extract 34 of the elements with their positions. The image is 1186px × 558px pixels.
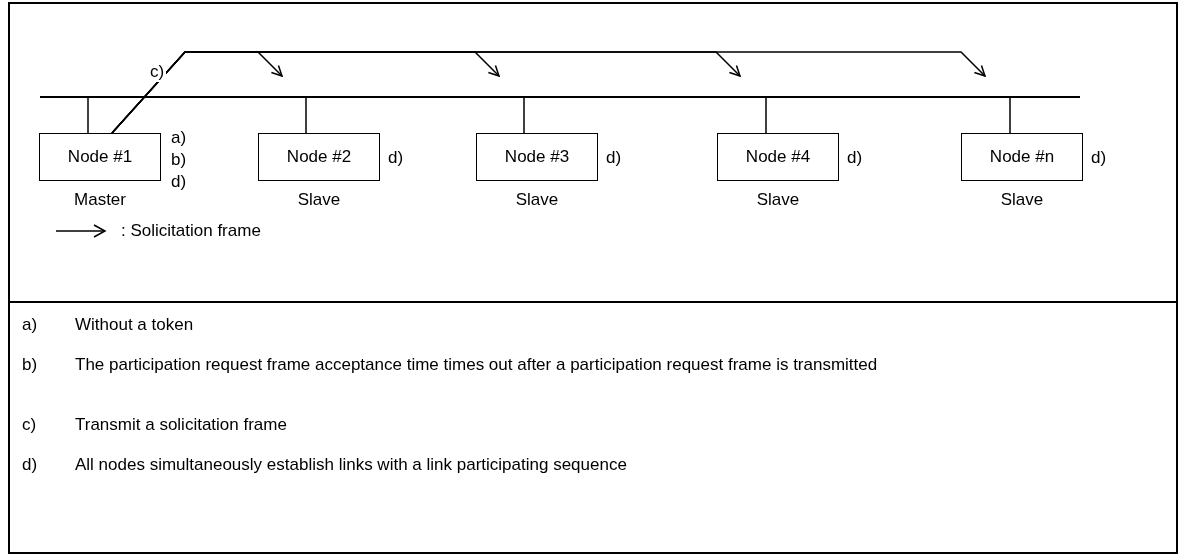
- node-role-label: Master: [74, 190, 126, 210]
- node-role-label: Slave: [1000, 190, 1044, 210]
- node-box: Node #3: [476, 133, 598, 181]
- bus-stub-line: [305, 96, 307, 134]
- note-reference: d): [606, 148, 622, 168]
- bus-stub-line: [1009, 96, 1011, 134]
- note-marker: b): [22, 354, 38, 376]
- note-reference: d): [847, 148, 863, 168]
- note-text: The participation request frame acceptance time times out after a participation request frame is transmitted: [75, 354, 879, 376]
- note-reference: d): [1091, 148, 1107, 168]
- note-text: Without a token: [75, 314, 195, 336]
- solicitation-arrow: [111, 51, 986, 134]
- bus-stub-line: [87, 96, 89, 134]
- node-box: Node #2: [258, 133, 380, 181]
- note-text: All nodes simultaneously establish links with a link participating sequence: [75, 454, 628, 476]
- edge-label: c): [148, 62, 167, 82]
- node-role-label: Slave: [515, 190, 559, 210]
- note-reference: a): [171, 128, 187, 148]
- bus-line: [40, 96, 1080, 98]
- note-marker: d): [22, 454, 38, 476]
- note-reference: d): [388, 148, 404, 168]
- node-box: Node #1: [39, 133, 161, 181]
- note-reference: d): [171, 172, 187, 192]
- node-role-label: Slave: [297, 190, 341, 210]
- legend-text: : Solicitation frame: [121, 221, 261, 241]
- bus-stub-line: [765, 96, 767, 134]
- node-box: Node #n: [961, 133, 1083, 181]
- note-marker: c): [22, 414, 37, 436]
- note-reference: b): [171, 150, 187, 170]
- note-marker: a): [22, 314, 38, 336]
- node-box: Node #4: [717, 133, 839, 181]
- note-text: Transmit a solicitation frame: [75, 414, 288, 436]
- bus-stub-line: [523, 96, 525, 134]
- node-role-label: Slave: [756, 190, 800, 210]
